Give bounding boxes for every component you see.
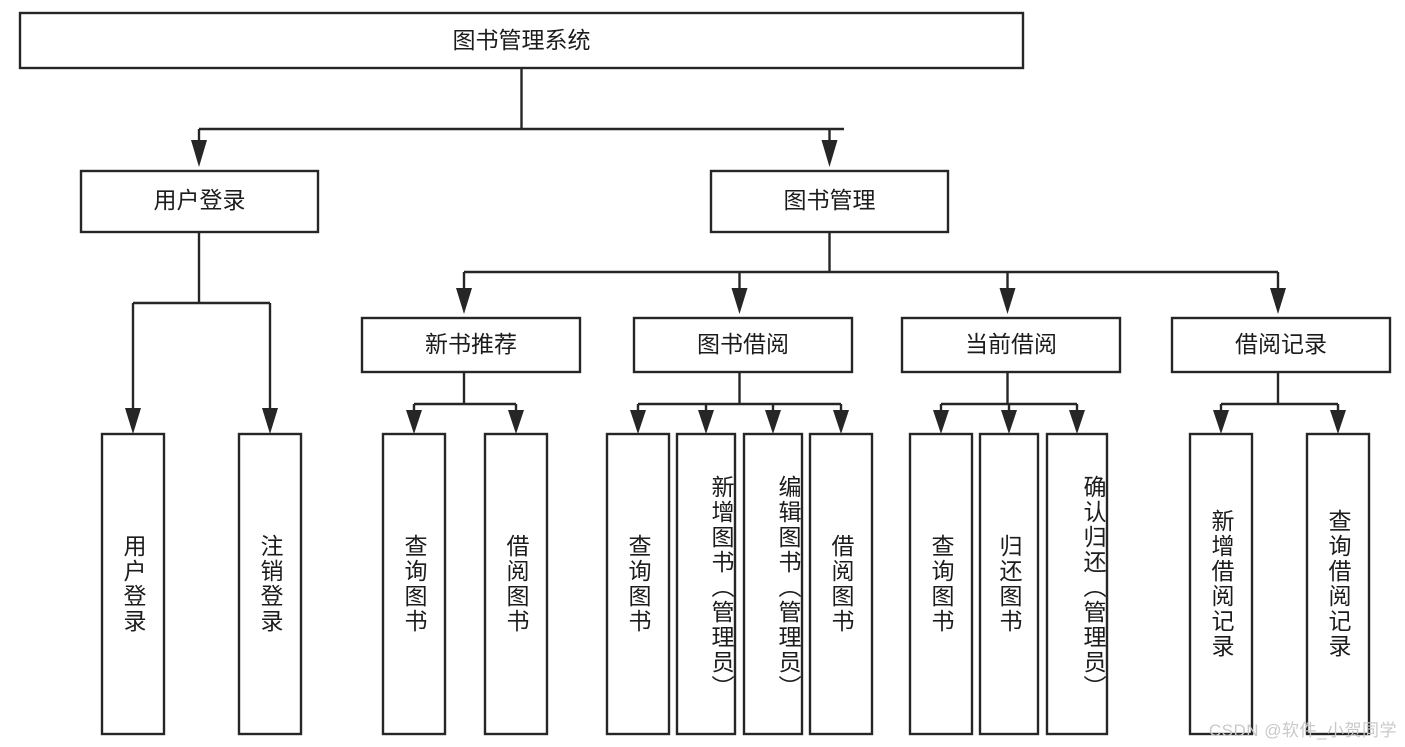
arrowhead-leaf-borrow-book-2: [833, 410, 849, 434]
node-current-borrow-label: 当前借阅: [965, 331, 1057, 357]
arrowhead-leaf-query-book-1: [406, 410, 422, 434]
node-leaf-return-book-box[interactable]: [978, 432, 1040, 736]
arrowhead-leaf-return-book: [1001, 410, 1017, 434]
node-book-management-box[interactable]: [709, 169, 950, 234]
node-book-borrow-box[interactable]: [632, 316, 854, 374]
arrowhead-leaf-confirm-return: [1069, 410, 1085, 434]
node-leaf-query-book-3-box[interactable]: [908, 432, 974, 736]
node-leaf-borrow-book-2-box[interactable]: [808, 432, 874, 736]
node-leaf-query-borrow-record-box[interactable]: [1305, 432, 1371, 736]
csdn-watermark: CSDN @软件_小贺同学: [1208, 721, 1397, 740]
arrowhead-new-book-recommend: [456, 288, 472, 314]
node-current-borrow-box[interactable]: [900, 316, 1122, 374]
node-layer: 图书管理系统 用户登录 图书管理 新书推荐 图书借阅 当前借阅 借阅记录: [18, 11, 1392, 736]
node-new-book-recommend-box[interactable]: [360, 316, 582, 374]
arrowhead-user-login: [191, 140, 207, 167]
node-new-book-recommend-label: 新书推荐: [425, 331, 517, 357]
arrowhead-book-borrow: [731, 288, 748, 314]
node-leaf-add-borrow-record-box[interactable]: [1188, 432, 1254, 736]
node-leaf-logout-login-box[interactable]: [237, 432, 303, 736]
arrowhead-leaf-add-book: [698, 410, 714, 434]
arrowhead-leaf-query-book-3: [933, 410, 949, 434]
arrowhead-leaf-query-book-2: [630, 410, 646, 434]
node-leaf-user-login-box[interactable]: [100, 432, 166, 736]
arrowhead-book-management: [821, 140, 838, 167]
node-leaf-add-book-box[interactable]: [675, 432, 737, 736]
node-leaf-query-book-1-box[interactable]: [381, 432, 447, 736]
arrowhead-leaf-query-borrow-record: [1330, 410, 1346, 434]
node-borrow-record-label: 借阅记录: [1235, 331, 1327, 357]
node-leaf-edit-book-box[interactable]: [742, 432, 804, 736]
arrowhead-leaf-add-borrow-record: [1213, 410, 1229, 434]
arrowhead-leaf-user-login: [125, 408, 141, 434]
node-user-login-box[interactable]: [79, 169, 320, 234]
arrowhead-current-borrow: [999, 288, 1016, 314]
node-root-label: 图书管理系统: [453, 27, 591, 53]
node-user-login-label: 用户登录: [154, 187, 246, 213]
arrowhead-leaf-edit-book: [765, 410, 781, 434]
arrowhead-leaf-borrow-book-1: [508, 410, 524, 434]
connector-layer: [125, 68, 1346, 434]
node-book-management-label: 图书管理: [784, 187, 876, 213]
node-borrow-record-box[interactable]: [1170, 316, 1392, 374]
arrowhead-borrow-record: [1270, 288, 1286, 314]
node-leaf-confirm-return-box[interactable]: [1045, 432, 1109, 736]
node-leaf-query-book-2-box[interactable]: [605, 432, 671, 736]
node-book-borrow-label: 图书借阅: [697, 331, 789, 357]
arrowhead-leaf-logout-login: [262, 408, 278, 434]
node-root-box[interactable]: [18, 11, 1025, 70]
node-leaf-borrow-book-1-box[interactable]: [483, 432, 549, 736]
